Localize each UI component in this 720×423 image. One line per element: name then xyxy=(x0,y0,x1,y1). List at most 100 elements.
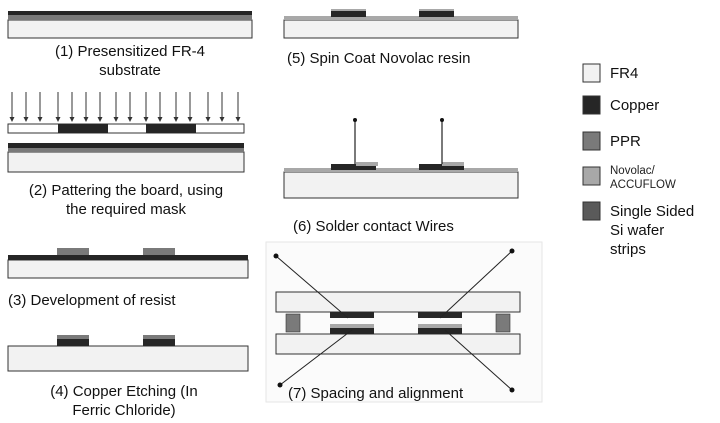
step5-caption: (5) Spin Coat Novolac resin xyxy=(287,49,470,68)
step6-fr4 xyxy=(283,171,519,199)
step6-copper-1 xyxy=(331,164,376,170)
step4-copper-2 xyxy=(143,339,175,346)
step7-novolac-1 xyxy=(330,324,374,328)
legend-label-si-wafer-line3: strips xyxy=(610,241,646,258)
step1-copper xyxy=(8,11,252,15)
step2-caption-line1: (2) Pattering the board, using xyxy=(28,182,224,199)
step4-fr4 xyxy=(7,345,249,372)
step6-pad-2 xyxy=(442,162,464,166)
legend-label-novolac: Novolac/ ACCUFLOW xyxy=(610,164,676,192)
step7-wire-bl xyxy=(279,329,353,386)
legend-label-copper: Copper xyxy=(610,97,660,114)
step6-wire-tip-1 xyxy=(353,118,357,122)
step7-bottom-copper-1 xyxy=(330,328,374,334)
step5-copper-2 xyxy=(419,11,454,17)
step1-caption-line1: (1) Presensitized FR-4 xyxy=(54,43,206,60)
uv-arrow-head xyxy=(235,117,241,122)
step5-caption-line1: (5) Spin Coat Novolac resin xyxy=(287,50,471,67)
step2-fr4 xyxy=(7,151,245,173)
step4-graphic xyxy=(7,335,249,372)
step6-copper-2 xyxy=(419,164,464,170)
uv-arrow-head xyxy=(173,117,179,122)
uv-arrow-head xyxy=(157,117,163,122)
step3-copper xyxy=(8,255,248,260)
uv-arrow-head xyxy=(143,117,149,122)
step7-wire-tl xyxy=(275,255,349,319)
legend-swatch-novolac xyxy=(582,166,601,186)
step3-ppr-1 xyxy=(57,248,89,255)
step2-caption: (2) Pattering the board, using the requi… xyxy=(4,181,248,219)
legend-label-novolac-line1: Novolac/ xyxy=(610,165,655,177)
step1-caption-line2: substrate xyxy=(99,62,161,79)
uv-arrow-head xyxy=(83,117,89,122)
step2-mask-opaque-2 xyxy=(146,124,196,133)
step2-copper xyxy=(8,143,244,148)
step7-spacer-right xyxy=(495,313,511,333)
step4-caption-line1: (4) Copper Etching (In xyxy=(50,383,198,400)
step6-graphic xyxy=(283,118,519,199)
step6-novolac xyxy=(284,168,518,172)
step3-graphic xyxy=(7,248,249,279)
step3-ppr-2 xyxy=(143,248,175,255)
uv-arrow-head xyxy=(9,117,15,122)
legend-swatch-si-wafer xyxy=(582,201,601,221)
legend-swatch-copper xyxy=(582,95,601,115)
step7-novolac-2 xyxy=(418,324,462,328)
step7-bottom-fr4 xyxy=(275,333,521,355)
step3-caption: (3) Development of resist xyxy=(8,291,176,310)
step4-ppr-2 xyxy=(143,335,175,339)
step7-tip-bl xyxy=(277,382,283,388)
step2-mask xyxy=(7,123,245,134)
step6-pad-1 xyxy=(356,162,378,166)
step1-ppr xyxy=(8,15,252,20)
legend-label-si-wafer: Single Sided Si wafer strips xyxy=(610,202,694,259)
step1-fr4 xyxy=(7,19,253,39)
step2-ppr xyxy=(8,148,244,152)
uv-arrow-head xyxy=(97,117,103,122)
uv-arrow-head xyxy=(55,117,61,122)
legend-label-novolac-line2: ACCUFLOW xyxy=(610,179,676,191)
step1-graphic xyxy=(7,11,253,39)
legend-label-fr4: FR4 xyxy=(610,65,639,82)
step7-spacer-left xyxy=(285,313,301,333)
uv-arrow-head xyxy=(205,117,211,122)
legend-label-si-wafer-line2: Si wafer xyxy=(610,222,665,239)
legend-swatch-ppr xyxy=(582,131,601,151)
step6-caption: (6) Solder contact Wires xyxy=(293,217,454,236)
step7-top-fr4 xyxy=(275,291,521,313)
step7-wire-tr xyxy=(439,250,513,319)
step4-caption: (4) Copper Etching (In Ferric Chloride) xyxy=(4,382,244,420)
step4-copper-1 xyxy=(57,339,89,346)
uv-arrow-head xyxy=(37,117,43,122)
legend-label-si-wafer-line1: Single Sided xyxy=(610,203,695,220)
step7-tip-tl xyxy=(273,253,279,259)
uv-arrow-head xyxy=(127,117,133,122)
step4-ppr-1 xyxy=(57,335,89,339)
uv-arrow-head xyxy=(113,117,119,122)
step6-wire-tip-2 xyxy=(440,118,444,122)
step7-caption: (7) Spacing and alignment xyxy=(288,384,463,403)
uv-arrows xyxy=(9,92,241,122)
step4-caption-line2: Ferric Chloride) xyxy=(72,402,176,419)
step7-top-copper-2 xyxy=(418,312,462,318)
step1-caption: (1) Presensitized FR-4 substrate xyxy=(8,42,252,80)
step3-fr4 xyxy=(7,259,249,279)
uv-arrow-head xyxy=(23,117,29,122)
uv-arrow-head xyxy=(187,117,193,122)
step7-tip-tr xyxy=(509,248,515,254)
step5-novolac xyxy=(284,16,518,20)
step2-mask-opaque-1 xyxy=(58,124,108,133)
step7-top-copper-1 xyxy=(330,312,374,318)
step7-bottom-copper-2 xyxy=(418,328,462,334)
uv-arrow-head xyxy=(219,117,225,122)
legend-label-ppr: PPR xyxy=(610,133,641,150)
step6-caption-line1: (6) Solder contact Wires xyxy=(293,218,454,235)
step5-copper-1 xyxy=(331,11,366,17)
step5-novolac-top-2 xyxy=(419,9,454,11)
step5-graphic xyxy=(283,9,519,39)
step5-novolac-top-1 xyxy=(331,9,366,11)
step2-caption-line2: the required mask xyxy=(65,201,187,218)
step7-wire-br xyxy=(444,329,513,391)
step7-tip-br xyxy=(509,387,515,393)
